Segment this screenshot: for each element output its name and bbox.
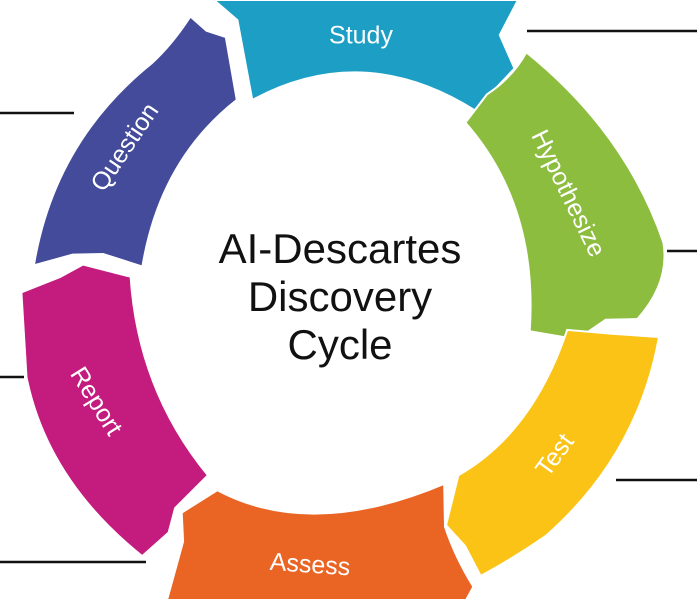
center-title: AI-Descartes Discovery Cycle: [190, 225, 490, 369]
connector-lines: [0, 29, 697, 564]
segment-question: [32, 14, 238, 268]
segment-report: [20, 263, 210, 558]
stage-label-assess: Assess: [269, 548, 351, 582]
stage-label-study: Study: [329, 22, 393, 50]
center-title-line-3: Cycle: [287, 321, 393, 368]
segment-hypothesize: [464, 50, 666, 341]
center-title-line-2: Discovery: [247, 273, 433, 320]
center-title-line-1: AI-Descartes: [218, 225, 462, 272]
segment-study: [212, 0, 520, 112]
segment-assess: [165, 482, 475, 600]
segment-test: [444, 328, 661, 578]
